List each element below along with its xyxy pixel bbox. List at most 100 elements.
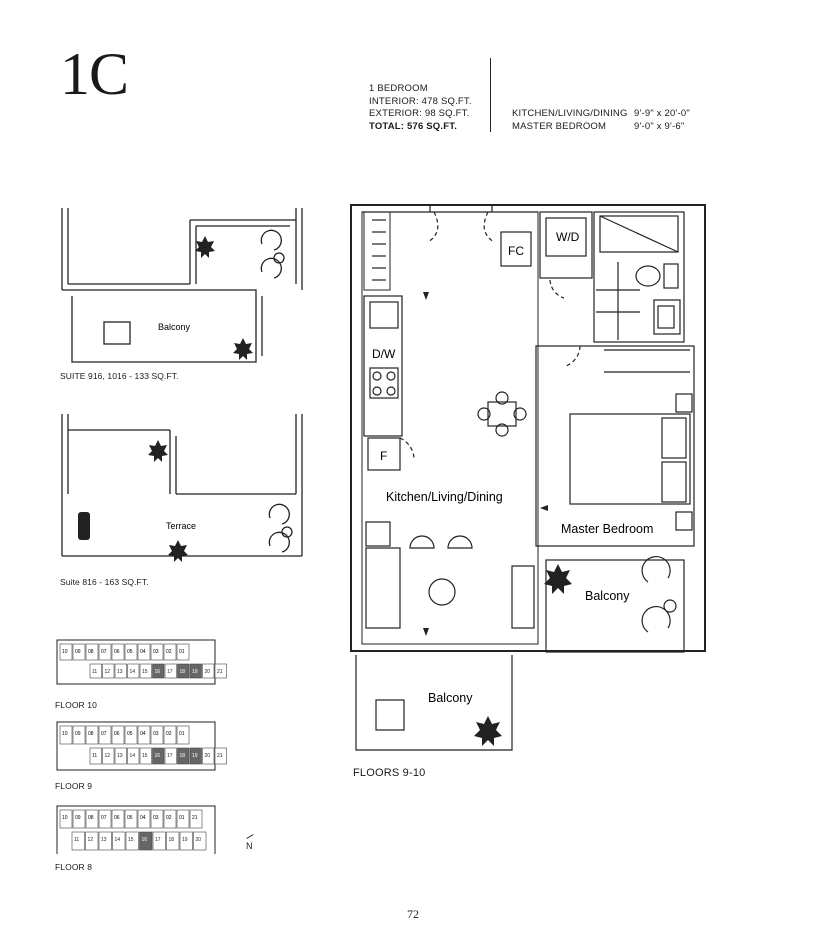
keyplan-unit <box>189 809 203 829</box>
keyplan-unit <box>137 643 151 661</box>
keyplan-unit-label: 05 <box>127 649 133 655</box>
keyplan-unit-label: 18 <box>180 753 186 759</box>
bedroom-count: 1 BEDROOM <box>369 83 428 94</box>
keyplan-unit-label: 17 <box>167 669 173 675</box>
keyplan-unit-label: 07 <box>101 815 107 821</box>
floor-10-caption: FLOOR 10 <box>55 700 97 710</box>
keyplan-unit-label: 02 <box>166 649 172 655</box>
dishwasher-label: D/W <box>372 347 396 361</box>
keyplan-unit-label: 13 <box>117 669 123 675</box>
keyplan-unit-label: 08 <box>88 731 94 737</box>
floor-8-caption: FLOOR 8 <box>55 862 93 872</box>
keyplan-unit <box>72 725 86 745</box>
variant-terrace-caption: Suite 816 - 163 SQ.FT. <box>60 577 149 587</box>
keyplan-unit-label: 02 <box>166 815 172 821</box>
terrace-variant-plan: Terrace <box>61 414 303 562</box>
keyplan-unit-label: 21 <box>217 669 223 675</box>
header-divider <box>490 58 491 132</box>
keyplan-unit <box>179 831 193 851</box>
keyplan-unit <box>139 663 152 679</box>
keyplan-unit <box>85 725 99 745</box>
keyplan-unit-label: 01 <box>179 815 185 821</box>
keyplan-unit-label: 20 <box>196 837 202 843</box>
keyplan-unit <box>202 663 215 679</box>
keyplan-unit-label: 07 <box>101 649 107 655</box>
keyplan-unit-label: 11 <box>92 753 97 759</box>
kitchen-living-dining-label: Kitchen/Living/Dining <box>386 490 503 504</box>
room-name: MASTER BEDROOM <box>512 120 607 132</box>
keyplan-unit <box>139 747 152 765</box>
keyplan-unit-label: 10 <box>62 649 68 655</box>
keyplan-unit-label: 03 <box>153 815 159 821</box>
unit-summary: 1 BEDROOM INTERIOR: 478 SQ.FT. EXTERIOR:… <box>369 83 472 133</box>
keyplan-unit <box>85 643 99 661</box>
room-size: 9'-0" x 9'-6" <box>634 120 685 132</box>
washer-dryer-label: W/D <box>556 230 580 244</box>
keyplan-outline <box>56 721 216 771</box>
keyplan-unit-label: 04 <box>140 731 146 737</box>
keyplan-unit <box>214 747 227 765</box>
keyplan-unit-label: 12 <box>88 837 94 843</box>
keyplan-unit <box>89 663 102 679</box>
keyplan-unit <box>164 747 177 765</box>
keyplan-unit <box>98 725 112 745</box>
keyplan-unit <box>150 725 164 745</box>
fc-closet-label: FC <box>508 244 524 258</box>
keyplan-unit-label: 05 <box>127 815 133 821</box>
keyplan-unit-label: 06 <box>114 649 120 655</box>
room-size: 9'-9" x 20'-0" <box>634 108 690 119</box>
unit-outline <box>350 204 706 652</box>
side-balcony-label: Balcony <box>585 589 630 603</box>
keyplan-unit-highlighted <box>177 663 190 679</box>
keyplan-unit <box>85 831 99 851</box>
keyplan-unit-highlighted <box>189 747 202 765</box>
keyplan-unit <box>125 831 139 851</box>
room-dimension-values: 9'-9" x 20'-0" 9'-0" x 9'-6" <box>634 108 690 133</box>
keyplan-unit <box>59 725 73 745</box>
keyplan-unit <box>59 809 73 829</box>
keyplan-unit-highlighted <box>177 747 190 765</box>
keyplan-unit <box>193 831 207 851</box>
keyplan-unit-label: 18 <box>169 837 175 843</box>
fridge-label: F <box>380 449 387 463</box>
keyplan-unit-label: 15 <box>142 669 148 675</box>
keyplan-unit-label: 14 <box>130 669 136 675</box>
keyplan-unit <box>163 643 177 661</box>
keyplan-unit-highlighted <box>152 663 165 679</box>
keyplan-unit <box>59 643 73 661</box>
keyplan-unit-label: 11 <box>92 669 97 675</box>
keyplan-unit-label: 05 <box>127 731 133 737</box>
keyplan-unit-label: 06 <box>114 731 120 737</box>
keyplan-unit <box>150 643 164 661</box>
keyplan-unit <box>163 725 177 745</box>
unit-title: 1C <box>60 41 129 107</box>
keyplan-unit <box>124 643 138 661</box>
keyplan-unit-label: 12 <box>105 753 111 759</box>
keyplan-unit <box>72 809 86 829</box>
total-area: TOTAL: 576 SQ.FT. <box>369 120 458 132</box>
keyplan-unit <box>127 663 140 679</box>
keyplan-unit <box>127 747 140 765</box>
keyplan-unit-label: 09 <box>75 815 81 821</box>
keyplan-unit <box>202 747 215 765</box>
keyplan-unit-highlighted <box>152 747 165 765</box>
keyplan-unit <box>114 663 127 679</box>
keyplan-unit-label: 10 <box>62 731 68 737</box>
keyplan-unit-label: 19 <box>192 669 198 675</box>
keyplan-unit-label: 20 <box>205 753 211 759</box>
interior-area: INTERIOR: 478 SQ.FT. <box>369 95 472 107</box>
keyplan-unit-label: 09 <box>75 649 81 655</box>
keyplan-unit <box>98 809 112 829</box>
keyplan-unit <box>111 725 125 745</box>
keyplan-unit <box>111 809 125 829</box>
keyplan-unit-label: 15 <box>142 753 148 759</box>
keyplan-unit-label: 07 <box>101 731 107 737</box>
keyplan-unit <box>98 643 112 661</box>
keyplan-unit <box>124 809 138 829</box>
keyplan-unit <box>137 725 151 745</box>
keyplan-unit <box>72 643 86 661</box>
bottom-balcony-label: Balcony <box>428 691 473 705</box>
keyplan-unit-label: 08 <box>88 815 94 821</box>
keyplan-unit <box>137 809 151 829</box>
keyplan-unit <box>150 809 164 829</box>
